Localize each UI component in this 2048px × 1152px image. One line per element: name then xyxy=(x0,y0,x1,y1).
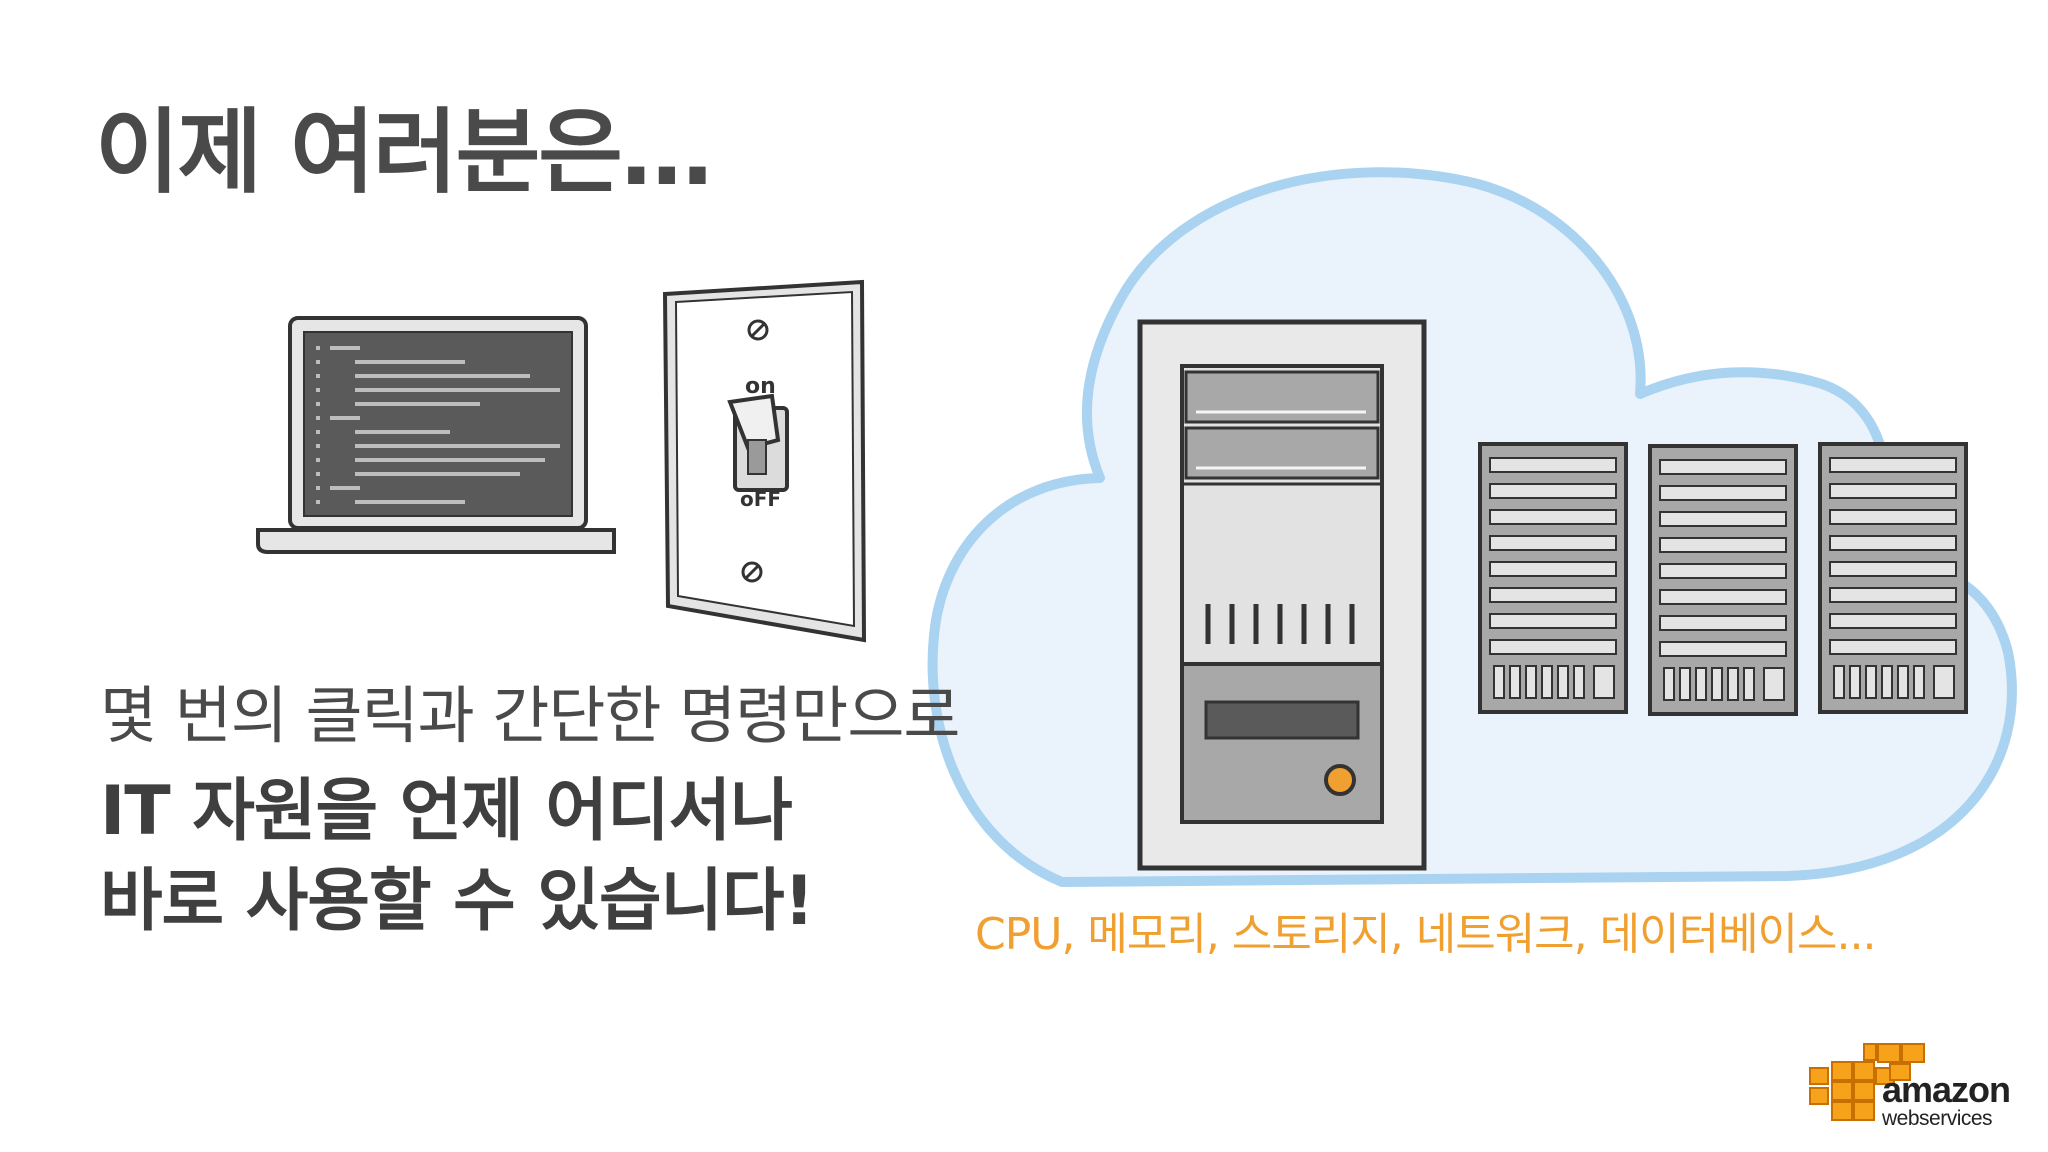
resources-caption: CPU, 메모리, 스토리지, 네트워크, 데이터베이스... xyxy=(975,909,1876,960)
message-line-2: IT 자원을 언제 어디서나 xyxy=(100,772,793,851)
rack-server-icon xyxy=(1478,442,1628,714)
tower-server-icon xyxy=(1137,319,1427,871)
logo-line-1: amazon xyxy=(1882,1069,2011,1110)
rack-server-icon xyxy=(1818,442,1968,714)
message-line-3: 바로 사용할 수 있습니다! xyxy=(100,862,815,941)
message-line-1: 몇 번의 클릭과 간단한 명령만으로 xyxy=(100,679,960,752)
rack-server-icon xyxy=(1648,444,1798,716)
light-switch-icon: on oFF xyxy=(662,279,867,643)
slide-title: 이제 여러분은… xyxy=(95,99,713,206)
aws-logo: amazon webservices xyxy=(1882,1069,2011,1130)
laptop-icon xyxy=(256,316,616,554)
switch-off-label: oFF xyxy=(740,487,781,511)
logo-line-2: webservices xyxy=(1882,1107,1993,1130)
aws-cubes-icon xyxy=(1809,1043,1925,1121)
